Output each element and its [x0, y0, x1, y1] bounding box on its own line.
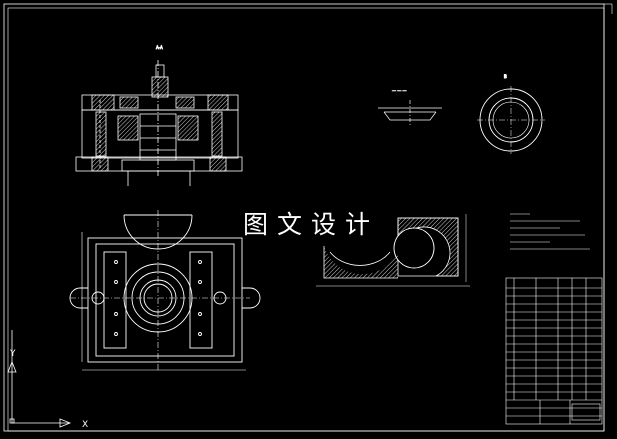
title-block: [505, 277, 603, 425]
technical-notes: [510, 213, 590, 250]
part-section-view: [316, 214, 470, 287]
ring-part-view: B: [477, 74, 545, 154]
part-side-view: — — —: [378, 88, 442, 126]
plan-view: [69, 210, 261, 372]
svg-text:A-A: A-A: [156, 45, 163, 50]
ucs-x-label: X: [82, 420, 88, 430]
svg-text:B: B: [504, 74, 507, 79]
drawing-frame: [3, 3, 613, 432]
ucs-icon: Y X: [7, 330, 88, 430]
svg-text:— — —: — — —: [392, 88, 407, 93]
ucs-y-label: Y: [9, 349, 16, 359]
section-view-front: A-A: [75, 45, 243, 186]
watermark-text: 图文设计: [243, 210, 380, 239]
